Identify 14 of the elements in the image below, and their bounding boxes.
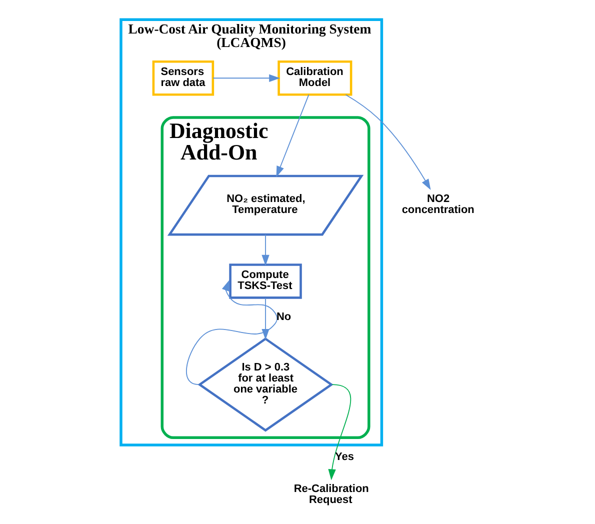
node-diamond: Is D > 0.3 for at least one variable ? — [197, 337, 333, 432]
node-box: Sensors raw data — [152, 60, 214, 96]
node-text: Re-Calibration Request — [293, 483, 368, 506]
arrow — [276, 94, 309, 178]
edge-label: Yes — [334, 451, 354, 464]
arrow — [212, 74, 280, 82]
node-box: Calibration Model — [277, 60, 352, 96]
arrow — [344, 94, 430, 190]
node-box: Compute TSKS-Test — [228, 264, 302, 299]
arrow — [261, 234, 269, 266]
edge-label: No — [276, 311, 291, 324]
arrow — [328, 384, 351, 480]
arrow — [186, 280, 278, 386]
node-text: NO2 concentration — [401, 193, 474, 216]
